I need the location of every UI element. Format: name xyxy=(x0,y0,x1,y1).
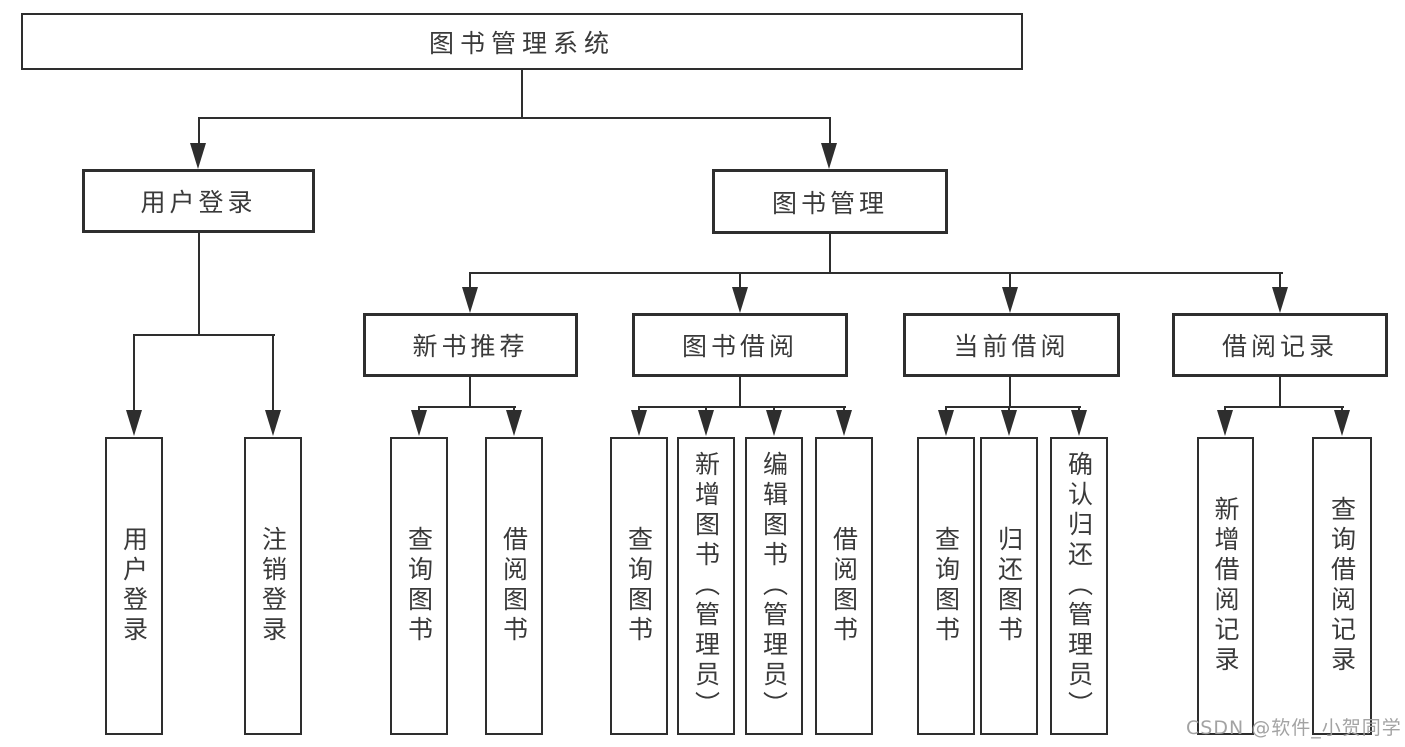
connector-children-horizontal xyxy=(638,406,846,408)
arrowhead-icon xyxy=(1334,410,1350,436)
node-root-label: 图书管理系统 xyxy=(428,28,615,58)
arrowhead-icon xyxy=(506,410,522,436)
connector-drop xyxy=(133,336,135,412)
leaf-edit-books-admin: 编辑图书（管理员） xyxy=(745,437,803,735)
leaf-confirm-return-admin-label: 确认归还（管理员） xyxy=(1064,451,1094,721)
node-book-management: 图书管理 xyxy=(712,169,948,234)
connector-drop xyxy=(1279,274,1281,289)
arrowhead-icon xyxy=(1071,410,1087,436)
leaf-recommend-query-books: 查询图书 xyxy=(390,437,448,735)
arrowhead-icon xyxy=(462,287,478,313)
arrowhead-icon xyxy=(126,410,142,436)
arrowhead-icon xyxy=(766,410,782,436)
leaf-current-query-books-label: 查询图书 xyxy=(931,526,961,646)
node-user-login: 用户登录 xyxy=(82,169,315,233)
leaf-add-books-admin: 新增图书（管理员） xyxy=(677,437,735,735)
node-current-borrow: 当前借阅 xyxy=(903,313,1120,377)
connector-children-horizontal xyxy=(418,406,516,408)
node-user-login-label: 用户登录 xyxy=(140,188,257,217)
arrowhead-icon xyxy=(1217,410,1233,436)
node-root-system: 图书管理系统 xyxy=(21,13,1023,70)
connector-drop xyxy=(1009,274,1011,289)
arrowhead-icon xyxy=(836,410,852,436)
connector-stem xyxy=(1279,377,1281,408)
connector-login-stem xyxy=(198,233,200,336)
arrowhead-icon xyxy=(938,410,954,436)
leaf-recommend-query-books-label: 查询图书 xyxy=(404,526,434,646)
leaf-confirm-return-admin: 确认归还（管理员） xyxy=(1050,437,1108,735)
node-book-management-label: 图书管理 xyxy=(771,188,888,218)
arrowhead-icon xyxy=(1272,287,1288,313)
leaf-query-borrow-record: 查询借阅记录 xyxy=(1312,437,1372,735)
arrowhead-icon xyxy=(732,287,748,313)
leaf-query-borrow-record-label: 查询借阅记录 xyxy=(1327,496,1357,676)
connector-stem xyxy=(469,377,471,408)
leaf-return-books-label: 归还图书 xyxy=(994,526,1024,646)
connector-level3-horizontal xyxy=(469,272,1283,274)
node-borrow-records-label: 借阅记录 xyxy=(1221,332,1338,361)
connector-stem xyxy=(739,377,741,408)
connector-mgmt-drop xyxy=(829,119,831,146)
arrowhead-icon xyxy=(411,410,427,436)
arrowhead-icon xyxy=(631,410,647,436)
node-new-book-recommend: 新书推荐 xyxy=(363,313,578,377)
leaf-recommend-borrow-books-label: 借阅图书 xyxy=(499,526,529,646)
arrowhead-icon xyxy=(1002,287,1018,313)
node-book-borrow: 图书借阅 xyxy=(632,313,848,377)
leaf-recommend-borrow-books: 借阅图书 xyxy=(485,437,543,735)
leaf-user-login: 用户登录 xyxy=(105,437,163,735)
leaf-borrow-query-books: 查询图书 xyxy=(610,437,668,735)
node-current-borrow-label: 当前借阅 xyxy=(953,332,1070,361)
arrowhead-icon xyxy=(190,143,206,169)
leaf-add-borrow-record: 新增借阅记录 xyxy=(1197,437,1254,735)
csdn-watermark: CSDN @软件_小贺同学 xyxy=(1186,717,1402,739)
leaf-borrow-books: 借阅图书 xyxy=(815,437,873,735)
leaf-user-login-label: 用户登录 xyxy=(119,526,149,646)
connector-root-stem xyxy=(521,70,523,119)
leaf-logout-label: 注销登录 xyxy=(258,526,288,646)
connector-login-drop xyxy=(198,119,200,146)
arrowhead-icon xyxy=(821,143,837,169)
leaf-add-books-admin-label: 新增图书（管理员） xyxy=(691,451,721,721)
connector-drop xyxy=(739,274,741,289)
leaf-add-borrow-record-label: 新增借阅记录 xyxy=(1211,496,1240,676)
node-new-book-recommend-label: 新书推荐 xyxy=(412,332,529,361)
leaf-edit-books-admin-label: 编辑图书（管理员） xyxy=(759,451,789,721)
leaf-current-query-books: 查询图书 xyxy=(917,437,975,735)
connector-children-horizontal xyxy=(1224,406,1344,408)
connector-children-horizontal xyxy=(945,406,1081,408)
connector-stem xyxy=(1009,377,1011,408)
connector-level2-horizontal xyxy=(198,117,831,119)
connector-drop xyxy=(469,274,471,289)
node-borrow-records: 借阅记录 xyxy=(1172,313,1388,377)
leaf-borrow-books-label: 借阅图书 xyxy=(829,526,859,646)
leaf-return-books: 归还图书 xyxy=(980,437,1038,735)
leaf-borrow-query-books-label: 查询图书 xyxy=(624,526,654,646)
arrowhead-icon xyxy=(1001,410,1017,436)
leaf-logout: 注销登录 xyxy=(244,437,302,735)
connector-login-children-horizontal xyxy=(133,334,275,336)
arrowhead-icon xyxy=(265,410,281,436)
node-book-borrow-label: 图书借阅 xyxy=(681,332,798,361)
connector-mgmt-stem xyxy=(829,234,831,274)
connector-drop xyxy=(272,336,274,412)
arrowhead-icon xyxy=(698,410,714,436)
